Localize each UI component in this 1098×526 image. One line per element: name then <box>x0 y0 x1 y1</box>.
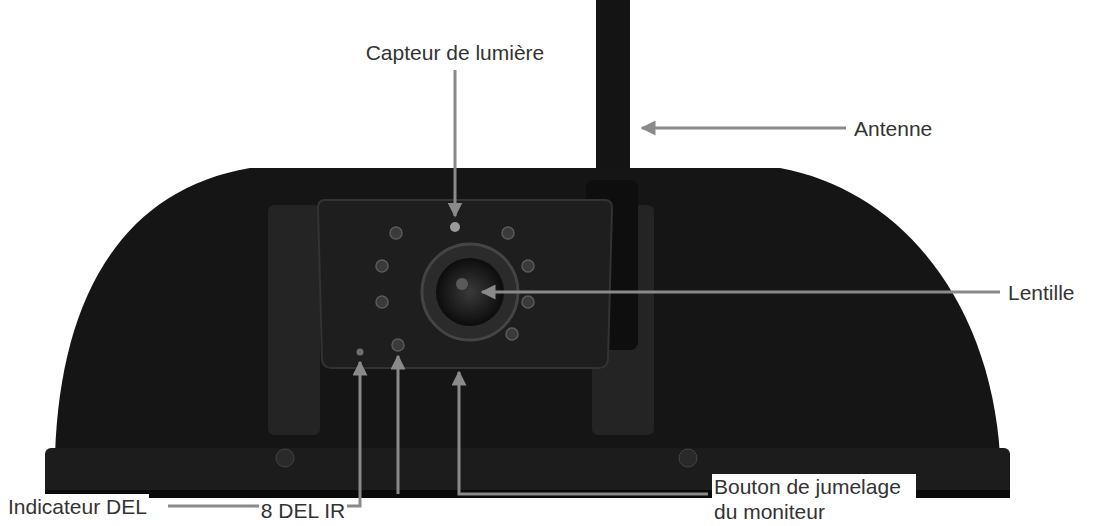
antenna-label: Antenne <box>852 116 934 141</box>
leader-lines <box>168 70 1000 506</box>
led-indicator <box>357 349 364 356</box>
housing <box>55 168 1000 455</box>
screw <box>679 449 697 467</box>
lens-glint <box>456 278 468 290</box>
lens-label: Lentille <box>1006 280 1077 305</box>
ir-leds <box>376 227 534 351</box>
ir-led-label: 8 DEL IR <box>259 498 347 523</box>
screw <box>276 449 294 467</box>
light-sensor <box>450 222 460 232</box>
led-indicator-label: Indicateur DEL <box>6 494 149 519</box>
pairing-button-label: Bouton de jumelage du moniteur <box>712 474 916 524</box>
antenna-rod <box>596 0 630 190</box>
light-sensor-label: Capteur de lumière <box>364 40 547 65</box>
left-bracket <box>268 205 320 435</box>
face-plate <box>318 200 612 368</box>
